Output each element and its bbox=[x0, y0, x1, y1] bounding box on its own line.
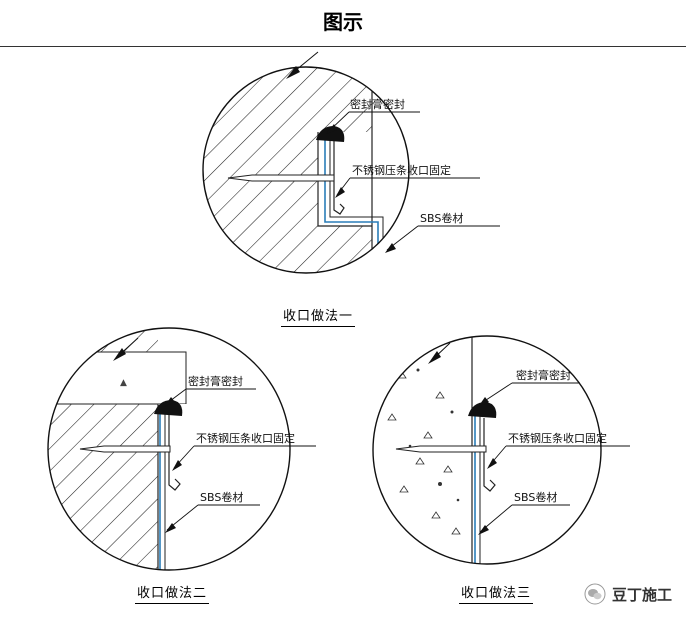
detail-two: ▲ · 密封膏密封 bbox=[47, 327, 316, 571]
sealant-blob-3 bbox=[468, 402, 497, 418]
steel-strip bbox=[333, 140, 345, 215]
label-membrane-2: SBS卷材 bbox=[200, 490, 243, 504]
wechat-icon bbox=[584, 583, 606, 605]
brand-watermark: 豆丁施工 bbox=[584, 582, 672, 606]
label-membrane-1: SBS卷材 bbox=[420, 211, 463, 225]
detail-one: 密封膏密封 不锈钢压条收口固定 SBS卷材 bbox=[202, 51, 500, 274]
brand-name: 豆丁施工 bbox=[611, 585, 672, 604]
label-strip-3: 不锈钢压条收口固定 bbox=[508, 431, 607, 445]
steel-strip-3 bbox=[483, 418, 496, 492]
steel-strip-2 bbox=[168, 415, 181, 491]
title-divider bbox=[0, 46, 686, 47]
detail-three: 密封膏密封 不锈钢压条收口固定 SBS卷材 bbox=[372, 335, 630, 565]
nail bbox=[227, 174, 335, 182]
label-sealant-1: 密封膏密封 bbox=[350, 97, 405, 111]
label-strip-1: 不锈钢压条收口固定 bbox=[352, 163, 451, 177]
sealant-blob-2 bbox=[154, 400, 183, 416]
nail-3 bbox=[395, 445, 487, 453]
page-title: 图示 bbox=[323, 10, 363, 34]
label-membrane-3: SBS卷材 bbox=[514, 490, 557, 504]
sealant-blob bbox=[316, 126, 345, 142]
label-sealant-2: 密封膏密封 bbox=[188, 374, 243, 388]
caption-method-3: 收口做法三 bbox=[459, 582, 534, 604]
label-sealant-3: 密封膏密封 bbox=[516, 368, 571, 382]
label-strip-2: 不锈钢压条收口固定 bbox=[196, 431, 295, 445]
nail-2 bbox=[79, 445, 171, 453]
svg-text:▲: ▲ bbox=[120, 378, 127, 388]
caption-method-2: 收口做法二 bbox=[135, 582, 210, 604]
caption-method-1: 收口做法一 bbox=[281, 305, 356, 327]
svg-text:·: · bbox=[70, 365, 73, 375]
